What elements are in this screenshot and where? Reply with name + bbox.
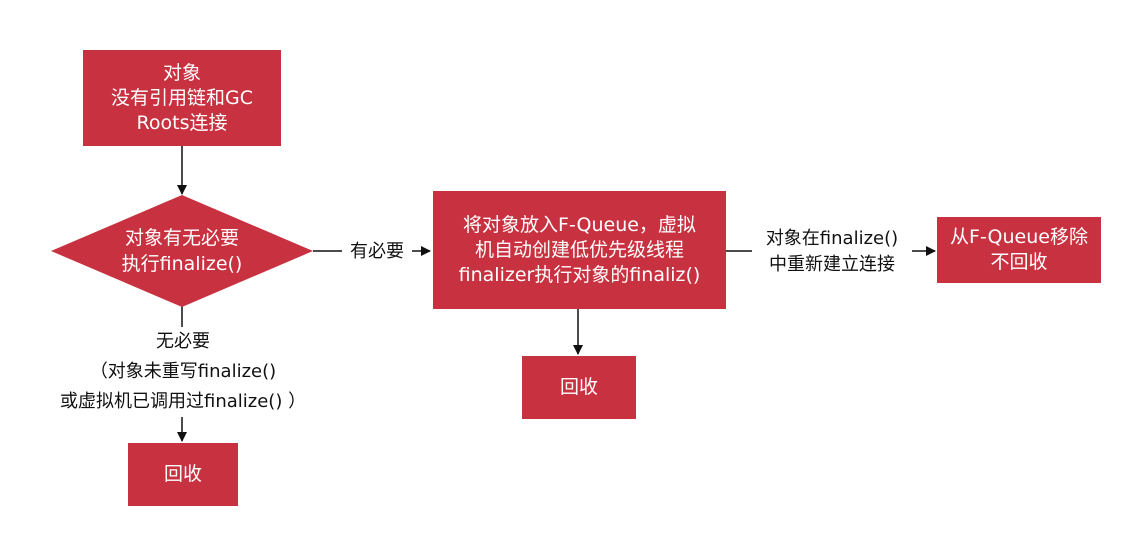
start-node-line1: 对象 <box>162 61 201 84</box>
reclaim-node-mid: 回收 <box>522 356 636 419</box>
no-label-line1: 无必要 <box>156 331 210 352</box>
no-label: 无必要 （对象未重写finalize() 或虚拟机已调用过finalize() … <box>60 327 306 417</box>
remove-line2: 不回收 <box>990 251 1048 273</box>
relink-line2: 中重新建立连接 <box>769 254 895 275</box>
no-label-line2: （对象未重写finalize() <box>89 361 277 382</box>
yes-label: 有必要 <box>342 240 412 264</box>
reclaim-mid-label: 回收 <box>559 376 598 398</box>
remove-node: 从F-Queue移除 不回收 <box>937 217 1101 283</box>
relink-line1: 对象在finalize() <box>765 228 899 249</box>
reclaim-left-label: 回收 <box>163 463 202 485</box>
fqueue-line2: 机自动创建低优先级线程 <box>474 238 684 261</box>
fqueue-line1: 将对象放入F-Queue，虚拟 <box>463 213 696 236</box>
decision-text: 对象有无必要 执行finalize() <box>82 225 282 277</box>
fqueue-node: 将对象放入F-Queue，虚拟 机自动创建低优先级线程 finalizer执行对… <box>433 191 726 309</box>
start-node-line2: 没有引用链和GC <box>111 86 253 109</box>
no-label-line3: 或虚拟机已调用过finalize() ） <box>60 391 307 412</box>
decision-diamond <box>51 195 313 307</box>
reclaim-node-left: 回收 <box>128 443 238 506</box>
decision-line1: 对象有无必要 <box>124 227 239 249</box>
start-node-line3: Roots连接 <box>136 111 228 134</box>
fqueue-line3: finalizer执行对象的finaliz() <box>458 263 701 286</box>
decision-line2: 执行finalize() <box>121 253 243 275</box>
start-node: 对象 没有引用链和GC Roots连接 <box>83 50 281 146</box>
remove-line1: 从F-Queue移除 <box>950 226 1088 248</box>
relink-label: 对象在finalize() 中重新建立连接 <box>752 226 912 278</box>
